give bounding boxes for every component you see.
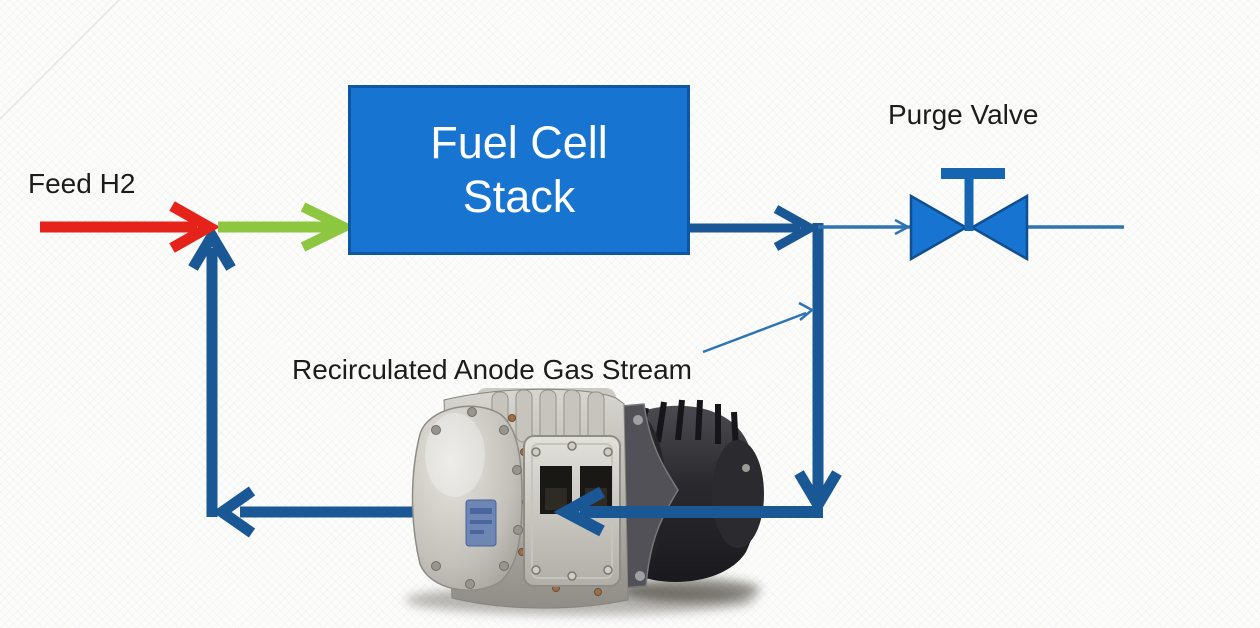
gear-cover-bolts: [431, 407, 523, 589]
feed-h2-arrow: [40, 201, 221, 253]
stack-outlet-arrowhead: [773, 205, 820, 251]
callout-arrow-shaft: [702, 311, 807, 354]
stack-inlet-arrow: [218, 202, 356, 252]
blower-gear-cover: [411, 405, 523, 591]
feed-arrowhead: [169, 201, 221, 253]
inlet-arrowhead: [300, 202, 356, 252]
pump-inlet-arrowhead: [553, 486, 605, 537]
bracket-bolt: [635, 571, 645, 581]
valve-stem: [964, 178, 974, 231]
recirculation-blower-photo: [405, 388, 764, 615]
purge-valve-icon: [909, 168, 1029, 262]
recirculated-anode-gas-stream-label: Recirculated Anode Gas Stream: [292, 354, 692, 385]
motor-bolt: [742, 464, 750, 472]
port-inner-face: [545, 488, 567, 510]
gear-cover-highlight: [425, 413, 485, 497]
valve-body: [909, 193, 1029, 262]
valve-right-triangle: [969, 193, 1029, 262]
purge-valve-label: Purge Valve: [888, 99, 1039, 130]
bracket-bolt: [633, 415, 643, 425]
valve-handle-bar: [941, 168, 1005, 179]
return-line-arrowhead: [212, 486, 256, 538]
flange-bolt-holes: [531, 441, 613, 581]
purge-line-arrowhead: [894, 218, 911, 236]
feed-h2-label: Feed H2: [28, 168, 136, 199]
blower-sticker: [465, 499, 497, 547]
pump-inlet-arrow: [553, 486, 823, 537]
motor-rear-cap: [712, 440, 764, 548]
callout-arrowhead: [798, 301, 815, 321]
fuel-cell-stack-box: Fuel Cell Stack: [348, 85, 690, 255]
fuel-cell-stack-title-line1: Fuel Cell: [430, 117, 608, 168]
recirculation-up-arrowhead: [188, 225, 236, 271]
valve-left-triangle: [909, 193, 969, 262]
valve-handle: [941, 168, 1005, 231]
purge-branch-down-arrowhead: [794, 470, 842, 516]
motor-shadow: [620, 578, 760, 602]
fuel-cell-stack-title-line2: Stack: [462, 171, 576, 222]
